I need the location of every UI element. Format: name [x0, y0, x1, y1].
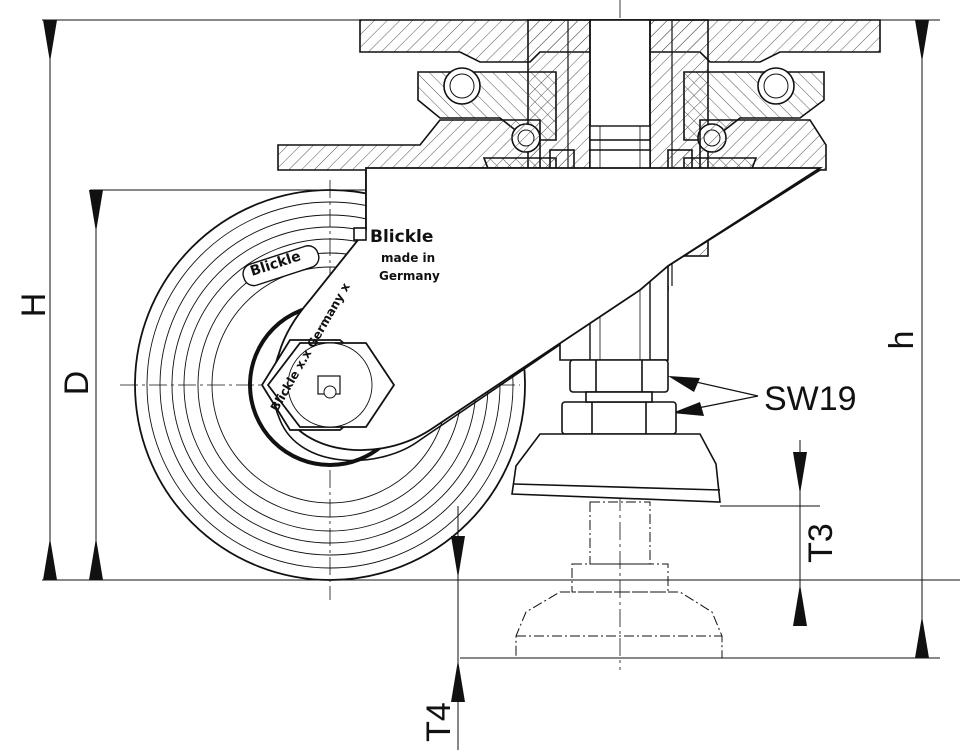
tyre-stamp: Blickle — [242, 245, 320, 287]
wrench-size-label: SW19 — [764, 380, 857, 418]
dimension-H: H — [15, 20, 57, 580]
wrench-size-callout: SW19 — [668, 376, 857, 418]
fork-logo: Blickle made in Germany — [353, 227, 440, 283]
dimension-T4: T4 — [420, 536, 465, 742]
dimension-label-T3: T3 — [802, 523, 840, 563]
made-in-line1: made in — [381, 251, 435, 265]
lock-nuts — [561, 359, 677, 435]
levelling-foot-extended — [515, 501, 723, 659]
dimension-label-h: h — [883, 331, 921, 350]
dimension-T3: T3 — [793, 440, 840, 626]
dimension-label-T4: T4 — [420, 702, 458, 742]
fork-logo-text: Blickle — [370, 227, 433, 247]
dimension-label-H: H — [15, 293, 53, 318]
dimension-D: D — [58, 190, 103, 580]
axle-nut — [260, 339, 396, 431]
levelling-foot — [511, 433, 721, 503]
made-in-line2: Germany — [379, 269, 440, 283]
dimension-label-D: D — [58, 371, 96, 396]
dimension-h: h — [883, 20, 929, 658]
